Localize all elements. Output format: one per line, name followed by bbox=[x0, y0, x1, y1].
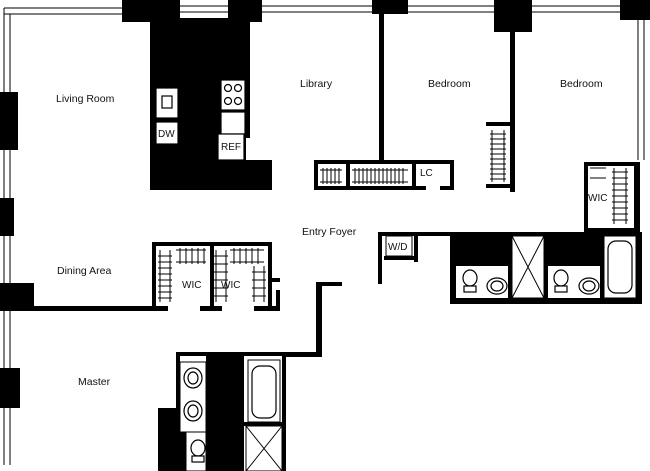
room-bedroom-1: Bedroom bbox=[428, 78, 471, 90]
label-wic-3: WIC bbox=[588, 193, 607, 204]
toilet-icon bbox=[553, 269, 569, 287]
stove-icon bbox=[220, 79, 246, 111]
toilet-icon bbox=[190, 439, 206, 457]
label-lc: LC bbox=[420, 168, 433, 179]
label-ref: REF bbox=[221, 142, 241, 153]
label-wd: W/D bbox=[388, 242, 407, 253]
room-library: Library bbox=[300, 78, 333, 90]
toilet-icon bbox=[462, 269, 478, 287]
label-dw: DW bbox=[158, 129, 175, 140]
room-entry-foyer: Entry Foyer bbox=[302, 226, 357, 238]
room-dining-area: Dining Area bbox=[57, 265, 111, 277]
closet-rods bbox=[158, 130, 628, 302]
washer-dryer-box bbox=[385, 235, 413, 257]
refrigerator bbox=[217, 133, 245, 161]
room-living-room: Living Room bbox=[56, 93, 115, 105]
room-bedroom-2: Bedroom bbox=[560, 78, 603, 90]
room-master: Master bbox=[78, 376, 111, 388]
bathrooms-east bbox=[462, 235, 637, 299]
room-labels: Living Room Library Bedroom Bedroom Entr… bbox=[56, 78, 603, 388]
fixture-labels: DW REF LC W/D WIC WIC WIC bbox=[158, 129, 607, 291]
dishwasher bbox=[155, 121, 179, 145]
master-bath bbox=[179, 359, 283, 471]
label-wic-1: WIC bbox=[182, 280, 201, 291]
kitchen bbox=[155, 79, 246, 161]
label-wic-2: WIC bbox=[221, 280, 240, 291]
